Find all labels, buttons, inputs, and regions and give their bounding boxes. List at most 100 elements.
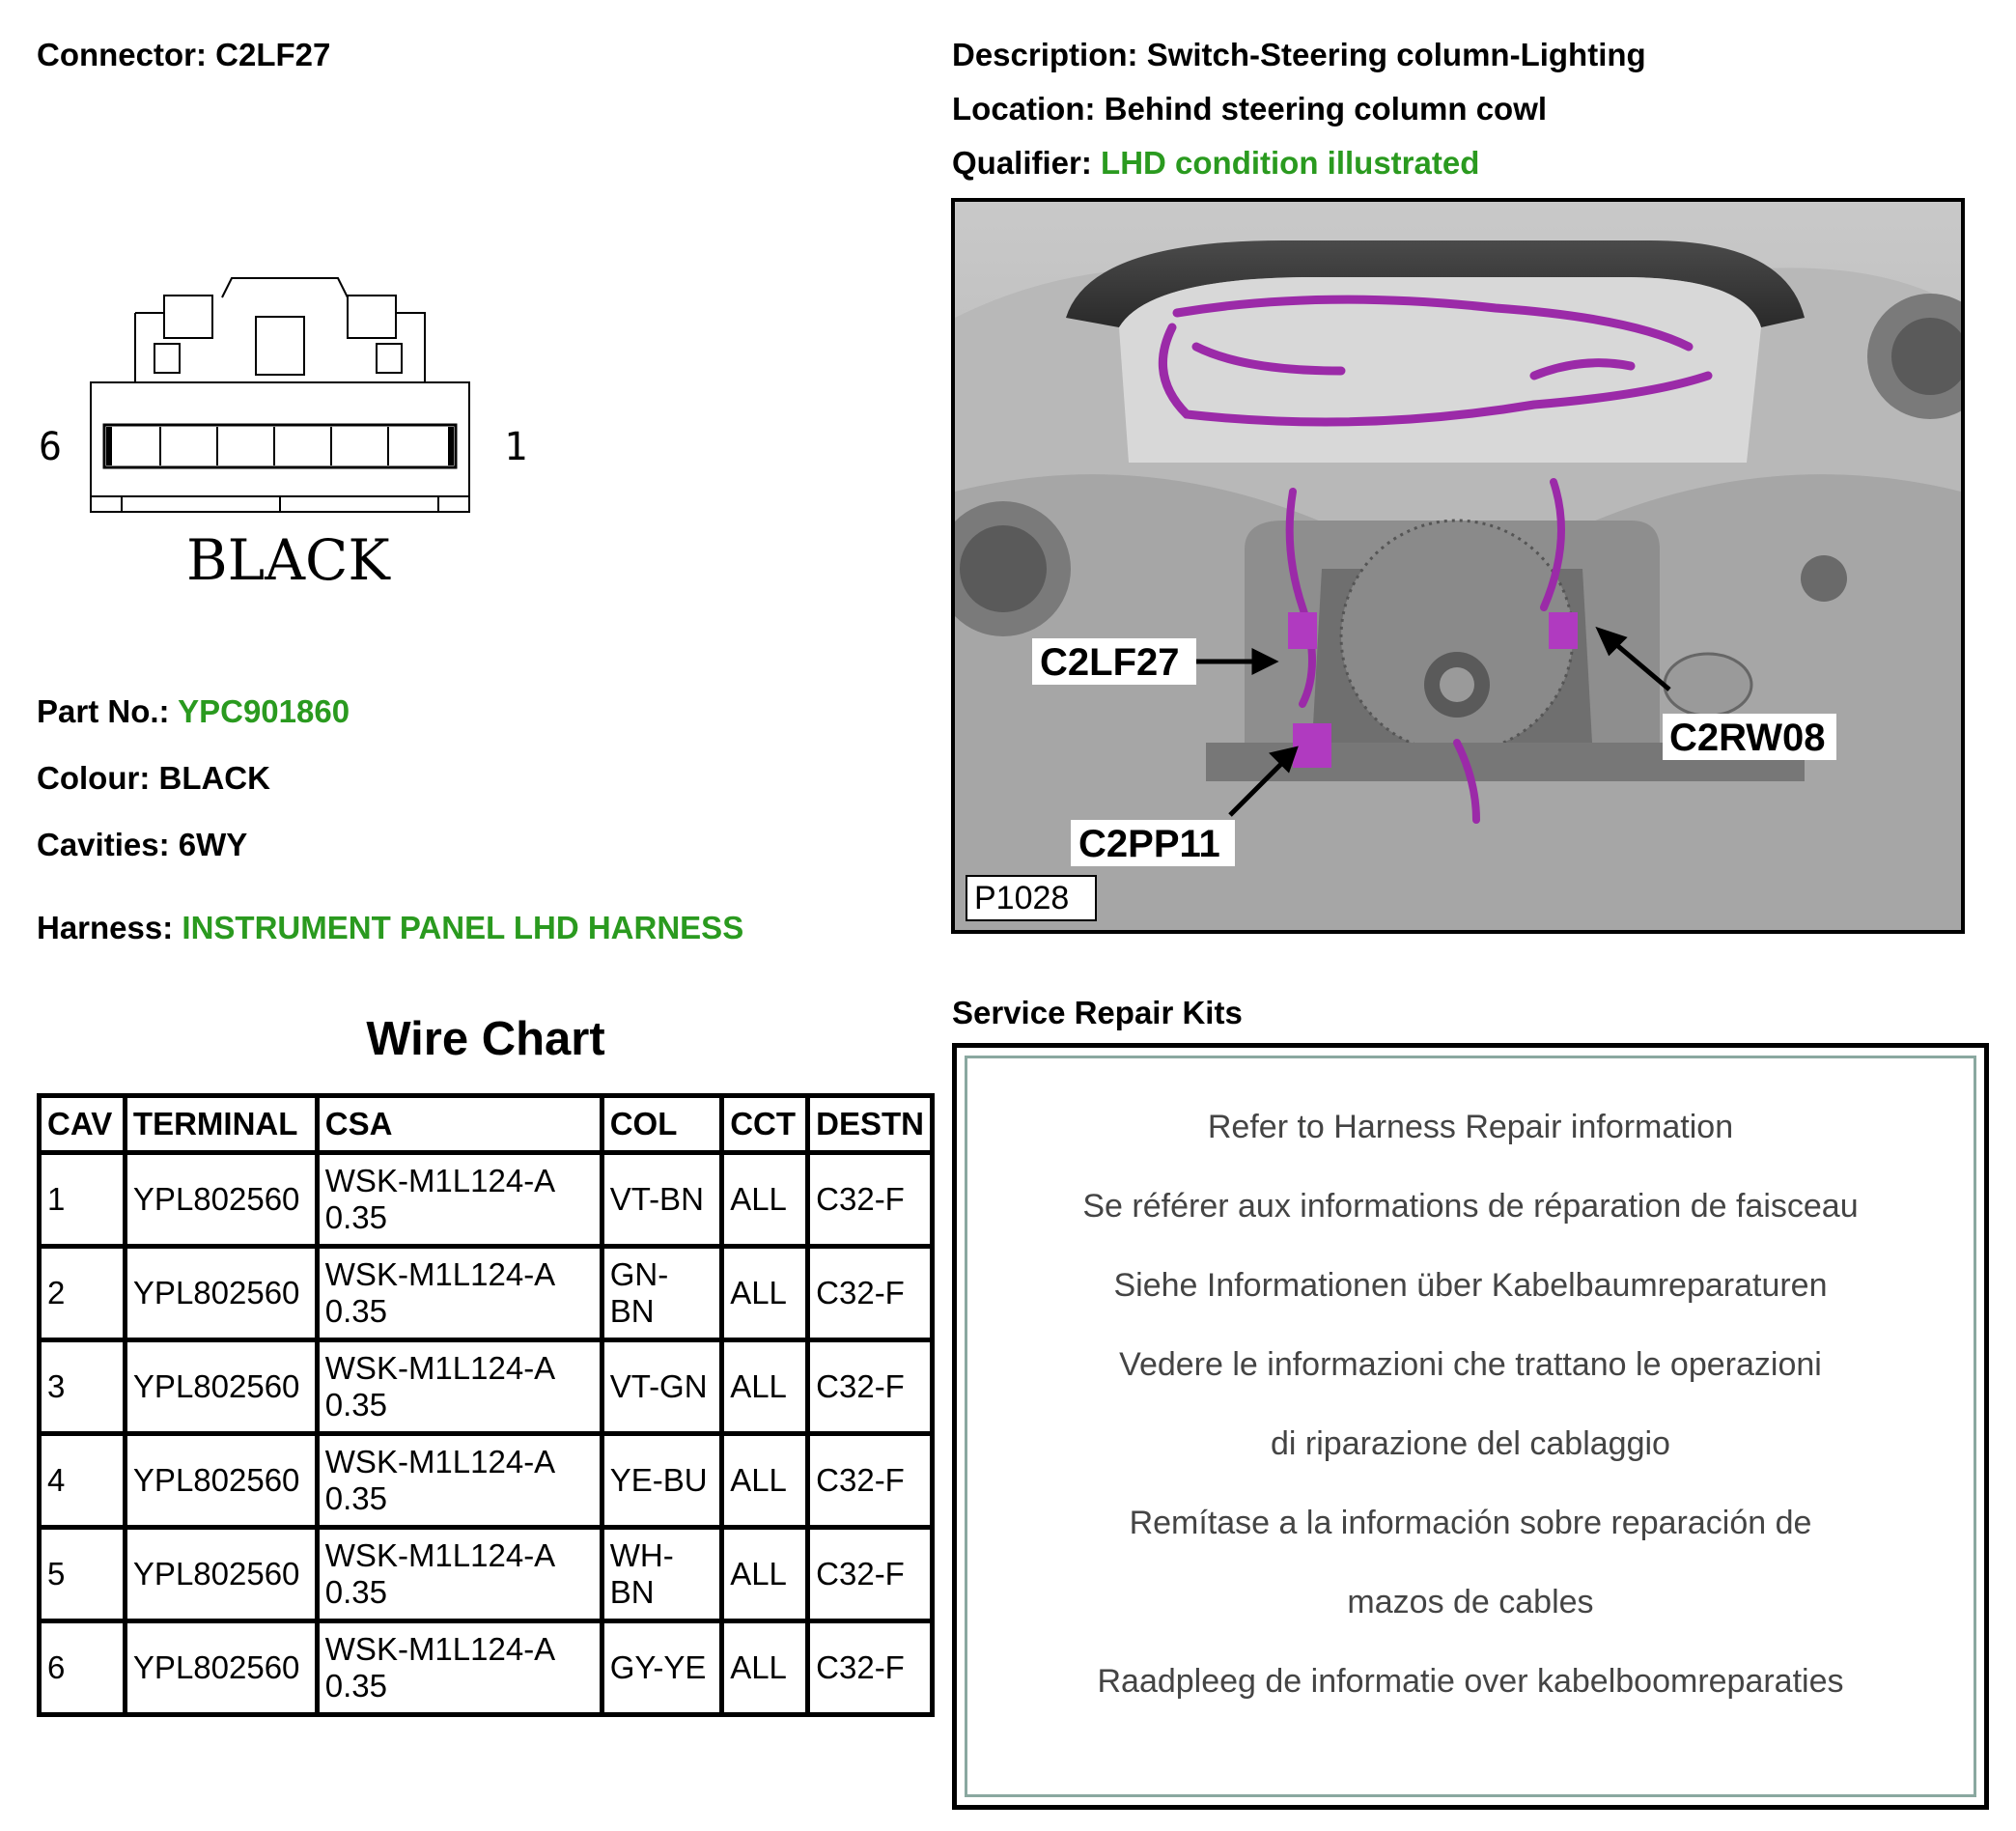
c2lf27-connector [1288,612,1317,649]
part-number-line: Part No.: YPC901860 [37,693,350,730]
dashboard-illustration-svg: C2LF27 C2RW08 C2PP11 P1028 [955,202,1961,930]
col-line-2: BN [609,1574,655,1610]
destn-cell: C32-F [805,1619,935,1717]
csa-spec: WSK-M1L124-A [324,1537,556,1573]
col-line-1: GN- [609,1256,669,1292]
col-cell: GN-BN [599,1244,725,1342]
callout-arrows [1191,626,1671,817]
callout-bg-1 [1032,638,1196,685]
header-csa: CSA [314,1093,604,1155]
callout-c2lf27: C2LF27 [1040,641,1180,684]
cct-cell: ALL [719,1244,811,1342]
location-value: Behind steering column cowl [1104,91,1548,127]
wire-chart-title: Wire Chart [366,1013,605,1065]
col-cell: VT-GN [599,1338,725,1436]
service-repair-inner-frame: Refer to Harness Repair information Se r… [965,1056,1976,1797]
part-number-label: Part No.: [37,693,170,729]
callout-c2rw08: C2RW08 [1669,717,1826,759]
callout-c2pp11: C2PP11 [1078,823,1220,865]
col-line-1: WH- [609,1537,674,1573]
location-label: Location: [952,91,1096,127]
terminal-cell: YPL802560 [122,1525,320,1623]
column-shaft-center [1440,667,1474,702]
column-harness [1285,478,1565,824]
location-illustration: C2LF27 C2RW08 C2PP11 P1028 [951,198,1965,934]
service-repair-title: Service Repair Kits [952,995,1243,1030]
location-line: Location: Behind steering column cowl [952,91,1547,127]
header-destn: DESTN [805,1093,935,1155]
csa-size: 0.35 [324,1387,388,1423]
cav-cell: 5 [37,1525,127,1623]
connector-line: Connector: C2LF27 [37,37,330,73]
header-terminal: TERMINAL [122,1093,320,1155]
destn-cell: C32-F [805,1150,935,1249]
csa-spec: WSK-M1L124-A [324,1256,556,1292]
callout-bg-3 [1071,820,1235,866]
cav-cell: 2 [37,1244,127,1342]
c2rw08-connector [1549,612,1578,649]
cav-cell: 4 [37,1431,127,1530]
description-value: Switch-Steering column-Lighting [1146,37,1646,72]
csa-size: 0.35 [324,1199,388,1235]
cavities-label: Cavities: [37,827,170,862]
col-line-1: YE-BU [609,1462,708,1498]
repair-line: di riparazione del cablaggio [1271,1425,1670,1462]
col-line-1: VT-BN [609,1181,704,1217]
repair-line: Siehe Informationen über Kabelbaumrepara… [1113,1267,1828,1304]
cav-cell: 1 [37,1150,127,1249]
cav-cell: 6 [37,1619,127,1717]
destn-cell: C32-F [805,1525,935,1623]
cct-cell: ALL [719,1431,811,1530]
connector-pinout-diagram: 6 1 BLACK [29,261,550,618]
cluster-harness [1158,295,1713,427]
terminal-cell: YPL802560 [122,1150,320,1249]
harness-value: INSTRUMENT PANEL LHD HARNESS [182,910,744,945]
col-cell: GY-YE [599,1619,725,1717]
connector-label: Connector: [37,37,207,72]
col-cell: YE-BU [599,1431,725,1530]
terminal-cell: YPL802560 [122,1431,320,1530]
repair-line: Vedere le informazioni che trattano le o… [1119,1346,1822,1383]
header-col: COL [599,1093,725,1155]
destn-cell: C32-F [805,1431,935,1530]
cav-cell: 3 [37,1338,127,1436]
harness-line: Harness: INSTRUMENT PANEL LHD HARNESS [37,910,743,946]
service-repair-box: Refer to Harness Repair information Se r… [952,1043,1989,1810]
colour-label: Colour: [37,760,151,796]
description-label: Description: [952,37,1138,72]
ignition-barrel [1801,555,1847,602]
csa-spec: WSK-M1L124-A [324,1163,556,1198]
right-vent-inner [1891,318,1961,395]
repair-line: Remítase a la información sobre reparaci… [1129,1505,1812,1541]
cavities-value: 6WY [178,827,248,862]
connector-colour-caption: BLACK [186,527,391,593]
colour-line: Colour: BLACK [37,760,270,797]
terminal-cell: YPL802560 [122,1338,320,1436]
figure-id-box [966,875,1097,921]
pin-1-label: 1 [504,425,527,469]
repair-line: Refer to Harness Repair information [1207,1109,1734,1145]
wire-chart-table: CAV TERMINAL CSA COL CCT DESTN 1 YPL8025… [37,1093,935,1717]
col-line-1: VT-GN [609,1368,708,1404]
qualifier-value: LHD condition illustrated [1101,145,1480,181]
cct-cell: ALL [719,1150,811,1249]
csa-spec: WSK-M1L124-A [324,1350,556,1386]
col-line-2: BN [609,1293,655,1329]
harness-label: Harness: [37,910,174,945]
cct-cell: ALL [719,1525,811,1623]
col-cell: WH-BN [599,1525,725,1623]
speaker-grille [1663,652,1753,718]
header-cav: CAV [37,1093,127,1155]
repair-line: Raadpleeg de informatie over kabelboomre… [1097,1663,1844,1700]
repair-line: Se référer aux informations de réparatio… [1082,1188,1859,1225]
connector-face-svg: 6 1 BLACK [39,277,527,593]
connector-value: C2LF27 [215,37,331,72]
table-header-row: CAV TERMINAL CSA COL CCT DESTN [37,1093,935,1155]
csa-spec: WSK-M1L124-A [324,1444,556,1479]
